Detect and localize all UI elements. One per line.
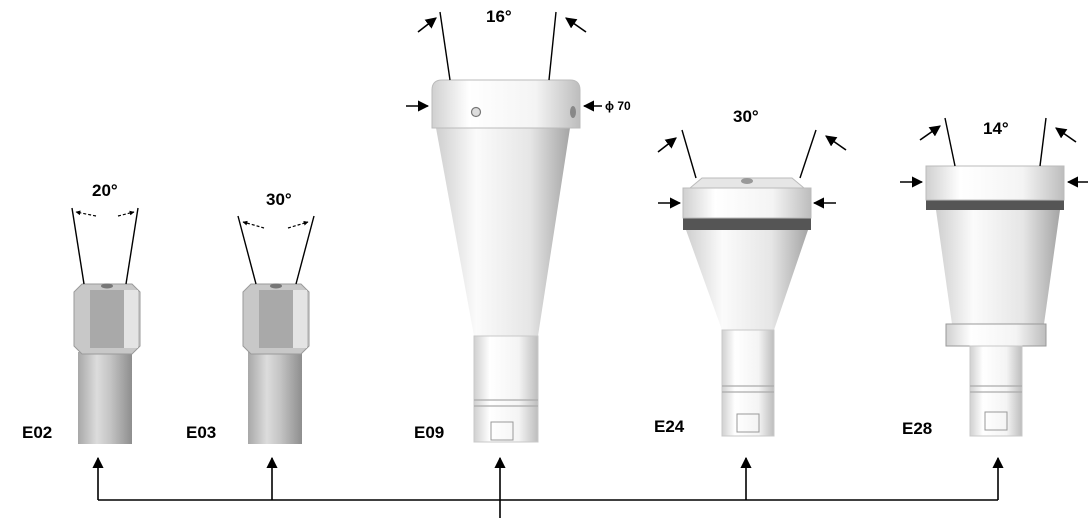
e28-angle-label: 14° [983, 119, 1009, 138]
e03-body [248, 352, 302, 444]
e28-cone [936, 210, 1060, 324]
e28-lower-tube [969, 345, 1023, 437]
e24-top-ring [682, 187, 812, 219]
e24-cone [686, 230, 808, 330]
sensor-e24: 30° E24 [654, 107, 847, 437]
e09-screw [470, 106, 482, 118]
sensor-e28: 14° E28 [900, 117, 1088, 438]
e09-label: E09 [414, 423, 444, 442]
e24-angle-label: 30° [733, 107, 759, 126]
sensor-e02: 20° E02 [22, 181, 141, 444]
e03-angle-arc [242, 220, 265, 229]
e09-diameter-label: ϕ 70 [605, 99, 631, 113]
e28-dark-band [926, 200, 1064, 210]
e24-dark-band [683, 218, 811, 230]
e24-lower-tube [721, 329, 775, 437]
e28-connector [984, 411, 1008, 431]
e28-top-ring [925, 165, 1065, 201]
e28-flange [945, 323, 1047, 347]
e24-label: E24 [654, 417, 685, 436]
e03-label: E03 [186, 423, 216, 442]
e09-cone [436, 128, 570, 336]
e09-lower-tube [473, 335, 539, 443]
connector-lines [92, 456, 1004, 518]
e09-connector [490, 421, 514, 441]
e09-angle-label: 16° [486, 7, 512, 26]
sensor-e03: 30° E03 [186, 190, 315, 444]
e24-connector [736, 413, 760, 433]
e09-top-ring [431, 79, 581, 129]
e03-angle-label: 30° [266, 190, 292, 209]
e28-label: E28 [902, 419, 932, 438]
e02-angle-label: 20° [92, 181, 118, 200]
e02-label: E02 [22, 423, 52, 442]
e02-angle-arc [75, 210, 97, 217]
sensor-e09: 16° ϕ 70 E09 [406, 7, 631, 443]
e02-body [78, 352, 132, 444]
